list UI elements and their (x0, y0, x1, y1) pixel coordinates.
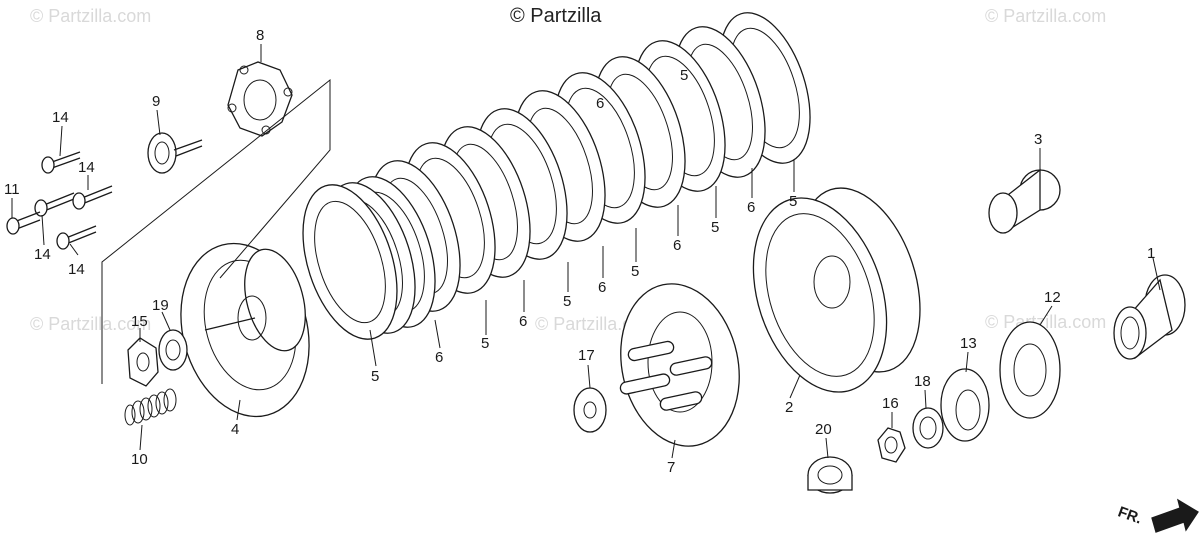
callout-5-g: 5 (680, 67, 688, 84)
callout-5-f: 5 (789, 193, 797, 210)
bearing-9 (147, 132, 203, 174)
callout-13: 13 (960, 335, 977, 352)
collar-3 (988, 168, 1061, 234)
callout-15: 15 (131, 313, 148, 330)
callout-6-f: 6 (596, 95, 604, 112)
clutch-plate-stack (302, 12, 811, 340)
bolt-14-c (72, 185, 113, 210)
callout-14-a: 14 (52, 109, 69, 126)
callout-18: 18 (914, 373, 931, 390)
bearing-20 (807, 456, 853, 494)
callout-6-e: 6 (747, 199, 755, 216)
callout-1: 1 (1147, 245, 1155, 262)
needle-bearing-1 (1113, 274, 1186, 360)
lifter-15 (127, 337, 159, 387)
callout-6-b: 6 (519, 313, 527, 330)
plate-13 (940, 368, 990, 442)
watermark-left: © Partzilla.com (30, 314, 151, 334)
watermark-top-right: © Partzilla.com (985, 6, 1106, 26)
callout-5-c: 5 (563, 293, 571, 310)
callout-3: 3 (1034, 131, 1042, 148)
callout-16: 16 (882, 395, 899, 412)
assembly-bracket (101, 78, 331, 384)
callout-7: 7 (667, 459, 675, 476)
washer-19 (158, 329, 188, 371)
watermark-main: © Partzilla (510, 5, 602, 27)
gear-12 (999, 321, 1061, 419)
callout-12: 12 (1044, 289, 1061, 306)
callout-5-e: 5 (711, 219, 719, 236)
callout-9: 9 (152, 93, 160, 110)
callout-6-a: 6 (435, 349, 443, 366)
clutch-outer-2 (752, 187, 921, 393)
spring-10 (124, 388, 177, 426)
pressure-plate-4 (180, 242, 310, 418)
bolt-14-d (56, 225, 97, 250)
callout-4: 4 (231, 421, 239, 438)
callout-6-d: 6 (673, 237, 681, 254)
callout-5-a: 5 (371, 368, 379, 385)
callout-19: 19 (152, 297, 169, 314)
watermark-right: © Partzilla.com (985, 312, 1106, 332)
callout-5-d: 5 (631, 263, 639, 280)
bolt-14-a (41, 151, 81, 174)
friction-disc-5-a (302, 184, 398, 340)
callout-17: 17 (578, 347, 595, 364)
callout-14-b: 14 (78, 159, 95, 176)
washer-17 (573, 387, 607, 433)
callout-11: 11 (4, 181, 20, 198)
callout-8: 8 (256, 27, 264, 44)
callout-2: 2 (785, 399, 793, 416)
front-direction-label: FR. (1116, 503, 1145, 527)
lifter-plate-8 (227, 61, 293, 137)
callout-14-c: 14 (34, 246, 51, 263)
callout-5-b: 5 (481, 335, 489, 352)
callout-6-c: 6 (598, 279, 606, 296)
callout-10: 10 (131, 451, 148, 468)
nut-16 (877, 427, 906, 463)
bolt-14-b (34, 192, 75, 217)
front-direction-arrow (1151, 498, 1199, 533)
washer-18 (912, 407, 944, 449)
watermark-top-left: © Partzilla.com (30, 6, 151, 26)
bolt-11 (6, 211, 41, 235)
clutch-center-7 (619, 283, 740, 447)
leader-lines (11, 44, 1161, 459)
callout-20: 20 (815, 421, 832, 438)
callout-14-d: 14 (68, 261, 85, 278)
